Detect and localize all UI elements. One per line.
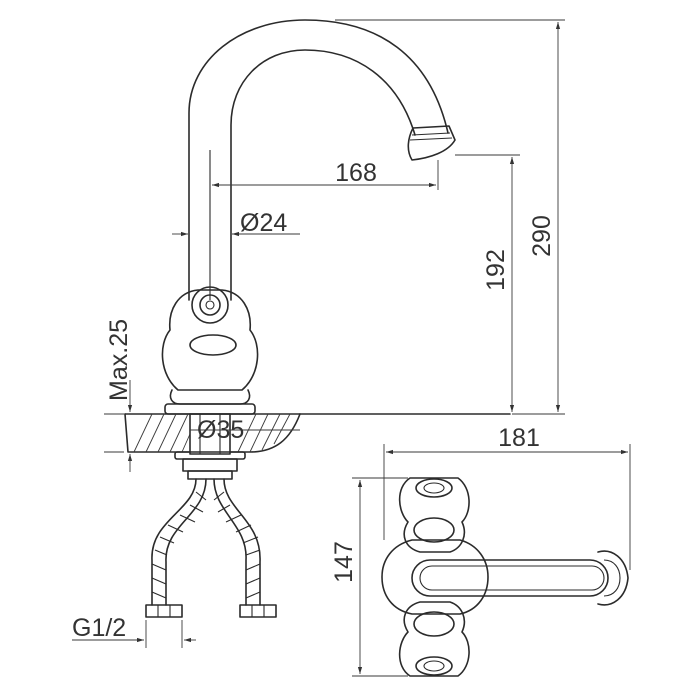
handle-knob-front bbox=[191, 286, 229, 324]
top-handle-upper bbox=[398, 477, 470, 553]
dim-depth-147: 147 bbox=[330, 541, 358, 583]
body-lower-opening bbox=[189, 334, 237, 356]
top-handle-lower bbox=[398, 601, 470, 677]
faucet-front-view bbox=[124, 19, 511, 618]
aerator-ring-2 bbox=[409, 137, 453, 141]
top-handle-upper-grip bbox=[413, 517, 455, 543]
dim-diameter-35: Ø35 bbox=[197, 416, 244, 444]
hose-left-outer bbox=[151, 478, 197, 606]
dim-reach-168: 168 bbox=[335, 159, 377, 187]
mounting-nut-lower bbox=[187, 470, 233, 480]
counter-left-cut bbox=[124, 413, 191, 453]
top-handle-lower-cap bbox=[415, 656, 453, 676]
handle-knob-front-inner bbox=[199, 294, 221, 316]
top-handle-upper-cap bbox=[415, 478, 453, 498]
body-collar bbox=[169, 389, 251, 405]
top-spout bbox=[411, 559, 609, 597]
top-dimensions: 181 147 bbox=[330, 424, 631, 677]
top-spout-tip bbox=[597, 550, 629, 606]
handle-knob-front-dot bbox=[205, 300, 215, 310]
dim-span-181: 181 bbox=[498, 424, 540, 452]
mounting-stud bbox=[189, 413, 231, 455]
top-handle-upper-cap-inner bbox=[423, 482, 445, 494]
spout-aerator bbox=[407, 125, 456, 161]
hose-fitting-left bbox=[145, 604, 183, 618]
hose-braid bbox=[151, 491, 261, 599]
top-hub bbox=[381, 539, 489, 615]
dim-max-25: Max.25 bbox=[105, 319, 133, 401]
spout-outer bbox=[188, 19, 449, 301]
aerator-ring bbox=[411, 132, 451, 136]
top-handle-lower-grip bbox=[413, 611, 455, 637]
dim-thread-g12: G1/2 bbox=[72, 614, 126, 642]
hose-right-outer bbox=[213, 478, 247, 606]
base-plate bbox=[164, 403, 256, 415]
top-spout-inner bbox=[419, 565, 605, 591]
top-spout-tip-inner bbox=[603, 559, 621, 597]
hose-right-inner bbox=[223, 478, 261, 606]
spout-inner bbox=[230, 49, 416, 301]
faucet-top-view bbox=[381, 477, 629, 677]
faucet-body bbox=[161, 289, 259, 391]
top-handle-lower-cap-inner bbox=[423, 660, 445, 672]
dim-height-290: 290 bbox=[528, 215, 556, 257]
hose-left-inner bbox=[165, 478, 207, 606]
hose-fitting-right bbox=[239, 604, 277, 618]
front-dimensions: 290 192 168 Ø24 Max.25 Ø35 G1/2 bbox=[72, 19, 565, 648]
mounting-nut bbox=[182, 458, 238, 472]
counter-hatching bbox=[133, 413, 291, 453]
dim-height-192: 192 bbox=[482, 249, 510, 291]
mounting-washer bbox=[174, 451, 246, 460]
dim-diameter-24: Ø24 bbox=[240, 209, 287, 237]
